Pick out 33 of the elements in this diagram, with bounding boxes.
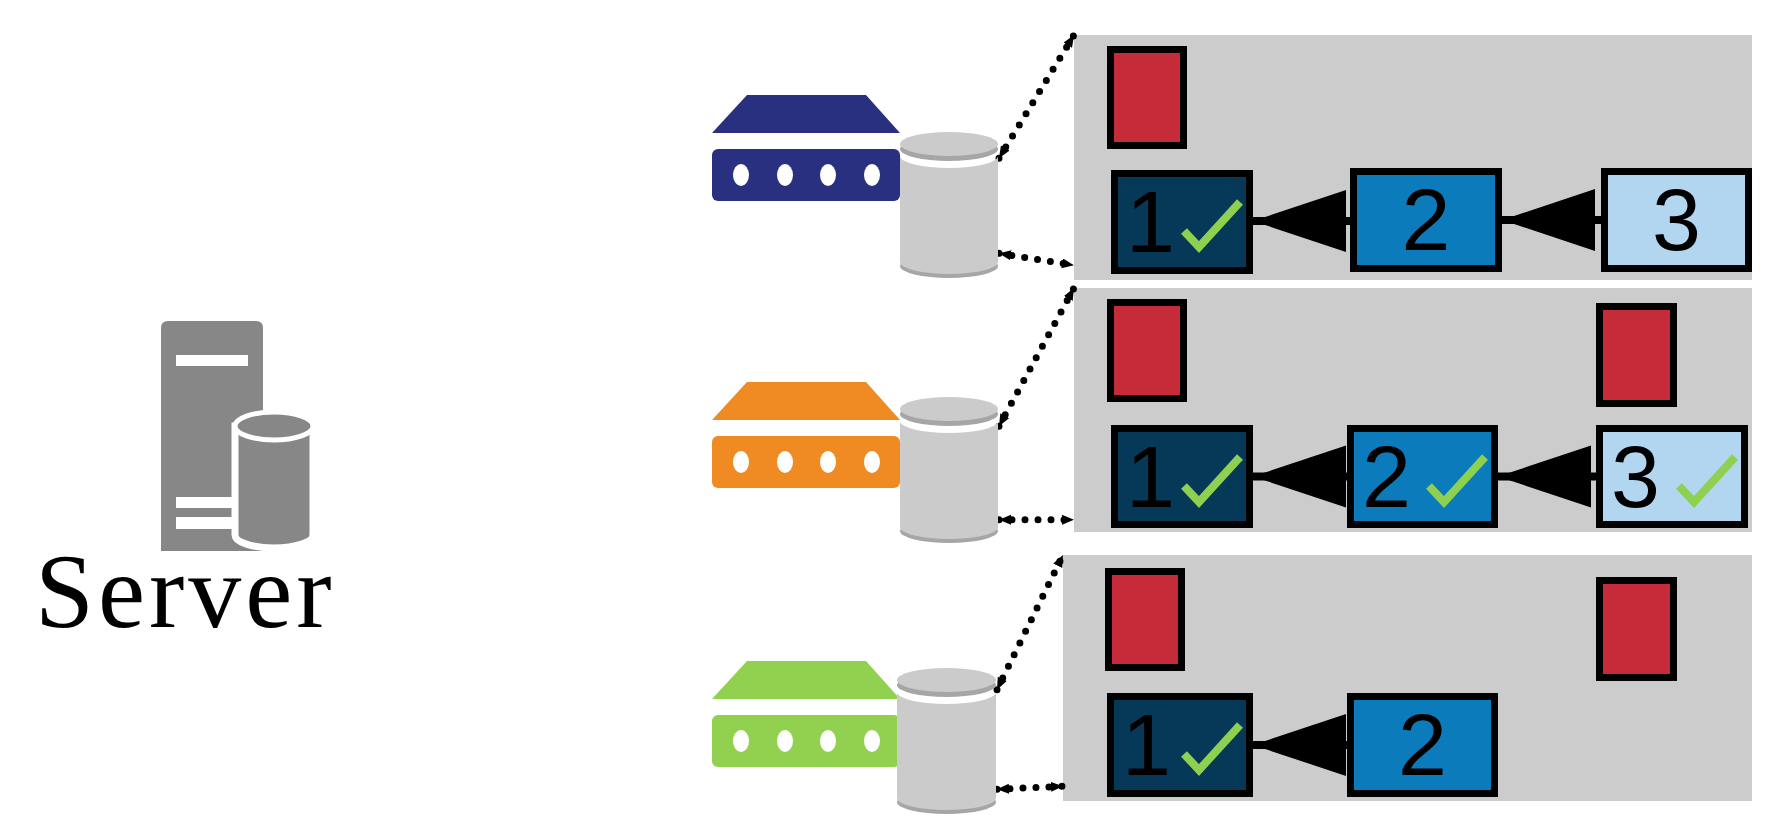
block-number: 1 <box>1126 178 1175 266</box>
empty-block <box>1596 577 1677 681</box>
block-number: 3 <box>1611 432 1660 521</box>
server-label: Server <box>35 539 336 645</box>
numbered-block <box>1596 425 1748 528</box>
empty-block <box>1107 46 1187 149</box>
arrow <box>1253 445 1347 508</box>
block-number: 1 <box>1122 701 1171 789</box>
zoom-panel <box>1074 35 1752 280</box>
block-number: 2 <box>1401 176 1451 264</box>
arrow <box>1502 189 1601 251</box>
block-number: 3 <box>1652 176 1701 264</box>
empty-block <box>1105 568 1185 671</box>
empty-block <box>1596 303 1677 407</box>
block-number: 2 <box>1398 701 1447 789</box>
empty-block <box>1107 299 1187 402</box>
block-number: 1 <box>1126 432 1175 521</box>
block-number: 2 <box>1362 432 1411 521</box>
zoom-panel <box>1074 288 1752 532</box>
dotted-line <box>995 31 1078 162</box>
arrow <box>1253 190 1350 252</box>
arrow <box>1253 714 1347 776</box>
numbered-block <box>1347 693 1498 797</box>
numbered-block <box>1107 693 1253 797</box>
dotted-line <box>993 781 1067 794</box>
numbered-block <box>1347 425 1498 528</box>
dotted-line <box>995 284 1078 430</box>
numbered-block <box>1601 168 1752 272</box>
numbered-block <box>1111 170 1253 274</box>
zoom-panel <box>1063 555 1752 801</box>
numbered-block <box>1350 168 1502 272</box>
arrow <box>1498 445 1596 508</box>
numbered-block <box>1111 425 1253 528</box>
